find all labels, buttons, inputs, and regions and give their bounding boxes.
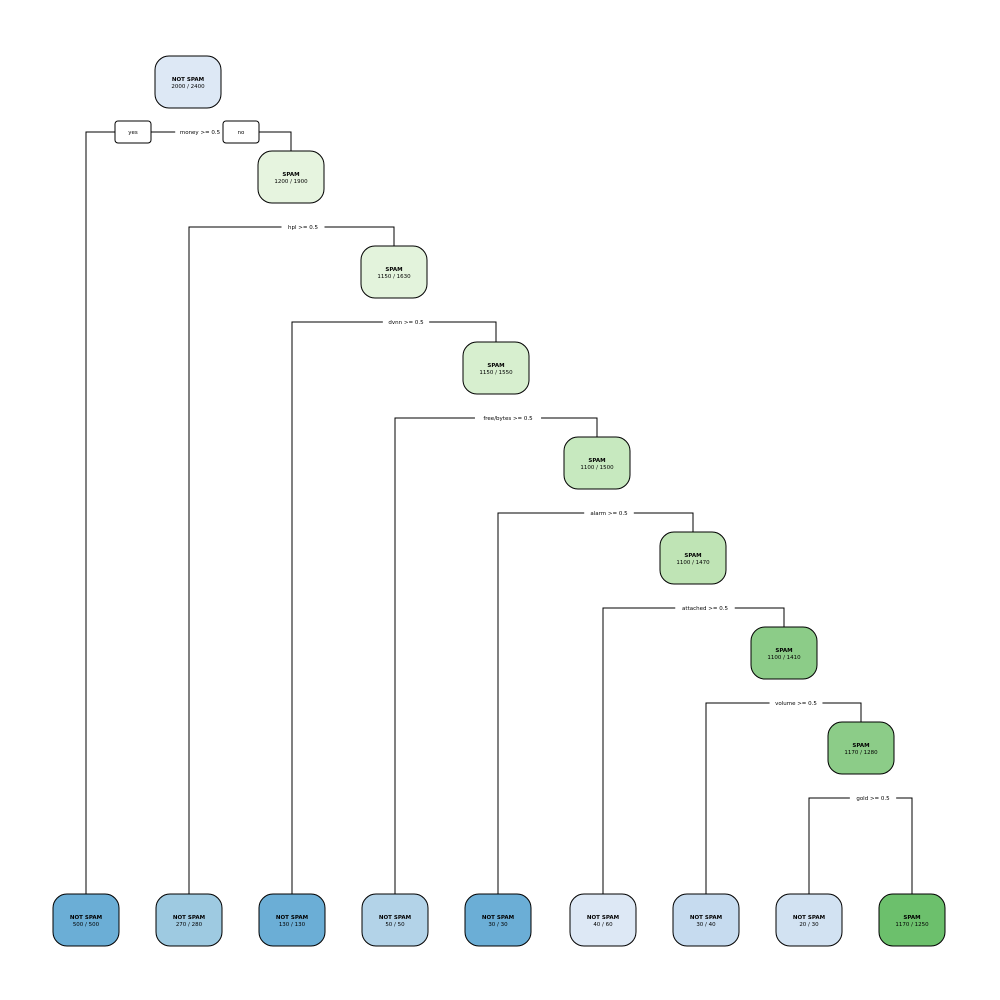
split-label: gold >= 0.5 [849,793,897,803]
tree-edge [808,797,913,894]
node-counts: 40 / 60 [593,922,613,928]
no-branch-label: no [222,120,260,144]
svg-text:alarm >= 0.5: alarm >= 0.5 [590,511,628,517]
svg-text:volume >= 0.5: volume >= 0.5 [775,701,817,707]
node-class: SPAM [684,553,701,559]
node-class: SPAM [588,458,605,464]
tree-edge [394,417,598,894]
node-class: SPAM [385,267,402,273]
node-counts: 130 / 130 [279,922,306,928]
svg-text:dvnn >= 0.5: dvnn >= 0.5 [388,320,424,326]
node-counts: 2000 / 2400 [171,84,205,90]
node-counts: 1170 / 1250 [895,922,929,928]
node-counts: 1100 / 1410 [767,655,801,661]
node-counts: 1150 / 1630 [377,274,411,280]
split-label: alarm >= 0.5 [584,508,634,518]
svg-text:attached >= 0.5: attached >= 0.5 [682,606,728,612]
split-label: free/bytes >= 0.5 [474,413,542,423]
node-counts: 1200 / 1900 [274,179,308,185]
node-counts: 270 / 280 [176,922,203,928]
node-class: NOT SPAM [276,915,308,921]
node-class: SPAM [487,363,504,369]
node-counts: 500 / 500 [73,922,100,928]
tree-edge [291,321,497,894]
node-class: SPAM [775,648,792,654]
node-counts: 20 / 30 [799,922,819,928]
node-class: NOT SPAM [70,915,102,921]
node-class: SPAM [282,172,299,178]
svg-text:money >= 0.5: money >= 0.5 [180,130,221,136]
node-class: NOT SPAM [587,915,619,921]
svg-text:no: no [238,130,245,136]
svg-text:free/bytes >= 0.5: free/bytes >= 0.5 [483,416,533,422]
split-label: hpl >= 0.5 [281,222,325,232]
split-label: attached >= 0.5 [675,603,735,613]
node-class: NOT SPAM [172,77,204,83]
node-class: NOT SPAM [173,915,205,921]
node-class: SPAM [903,915,920,921]
node-counts: 1150 / 1550 [479,370,513,376]
svg-text:yes: yes [128,130,138,136]
node-counts: 1170 / 1280 [844,750,878,756]
split-label: money >= 0.5 [175,127,225,137]
split-label: volume >= 0.5 [769,698,823,708]
node-counts: 30 / 30 [488,922,508,928]
node-class: NOT SPAM [482,915,514,921]
node-counts: 30 / 40 [696,922,716,928]
node-class: NOT SPAM [379,915,411,921]
node-counts: 1100 / 1500 [580,465,614,471]
svg-text:hpl >= 0.5: hpl >= 0.5 [288,225,318,231]
node-counts: 50 / 50 [385,922,405,928]
node-class: SPAM [852,743,869,749]
split-label: dvnn >= 0.5 [382,317,430,327]
node-class: NOT SPAM [690,915,722,921]
node-counts: 1100 / 1470 [676,560,710,566]
yes-branch-label: yes [114,120,152,144]
svg-text:gold >= 0.5: gold >= 0.5 [856,796,890,802]
node-class: NOT SPAM [793,915,825,921]
